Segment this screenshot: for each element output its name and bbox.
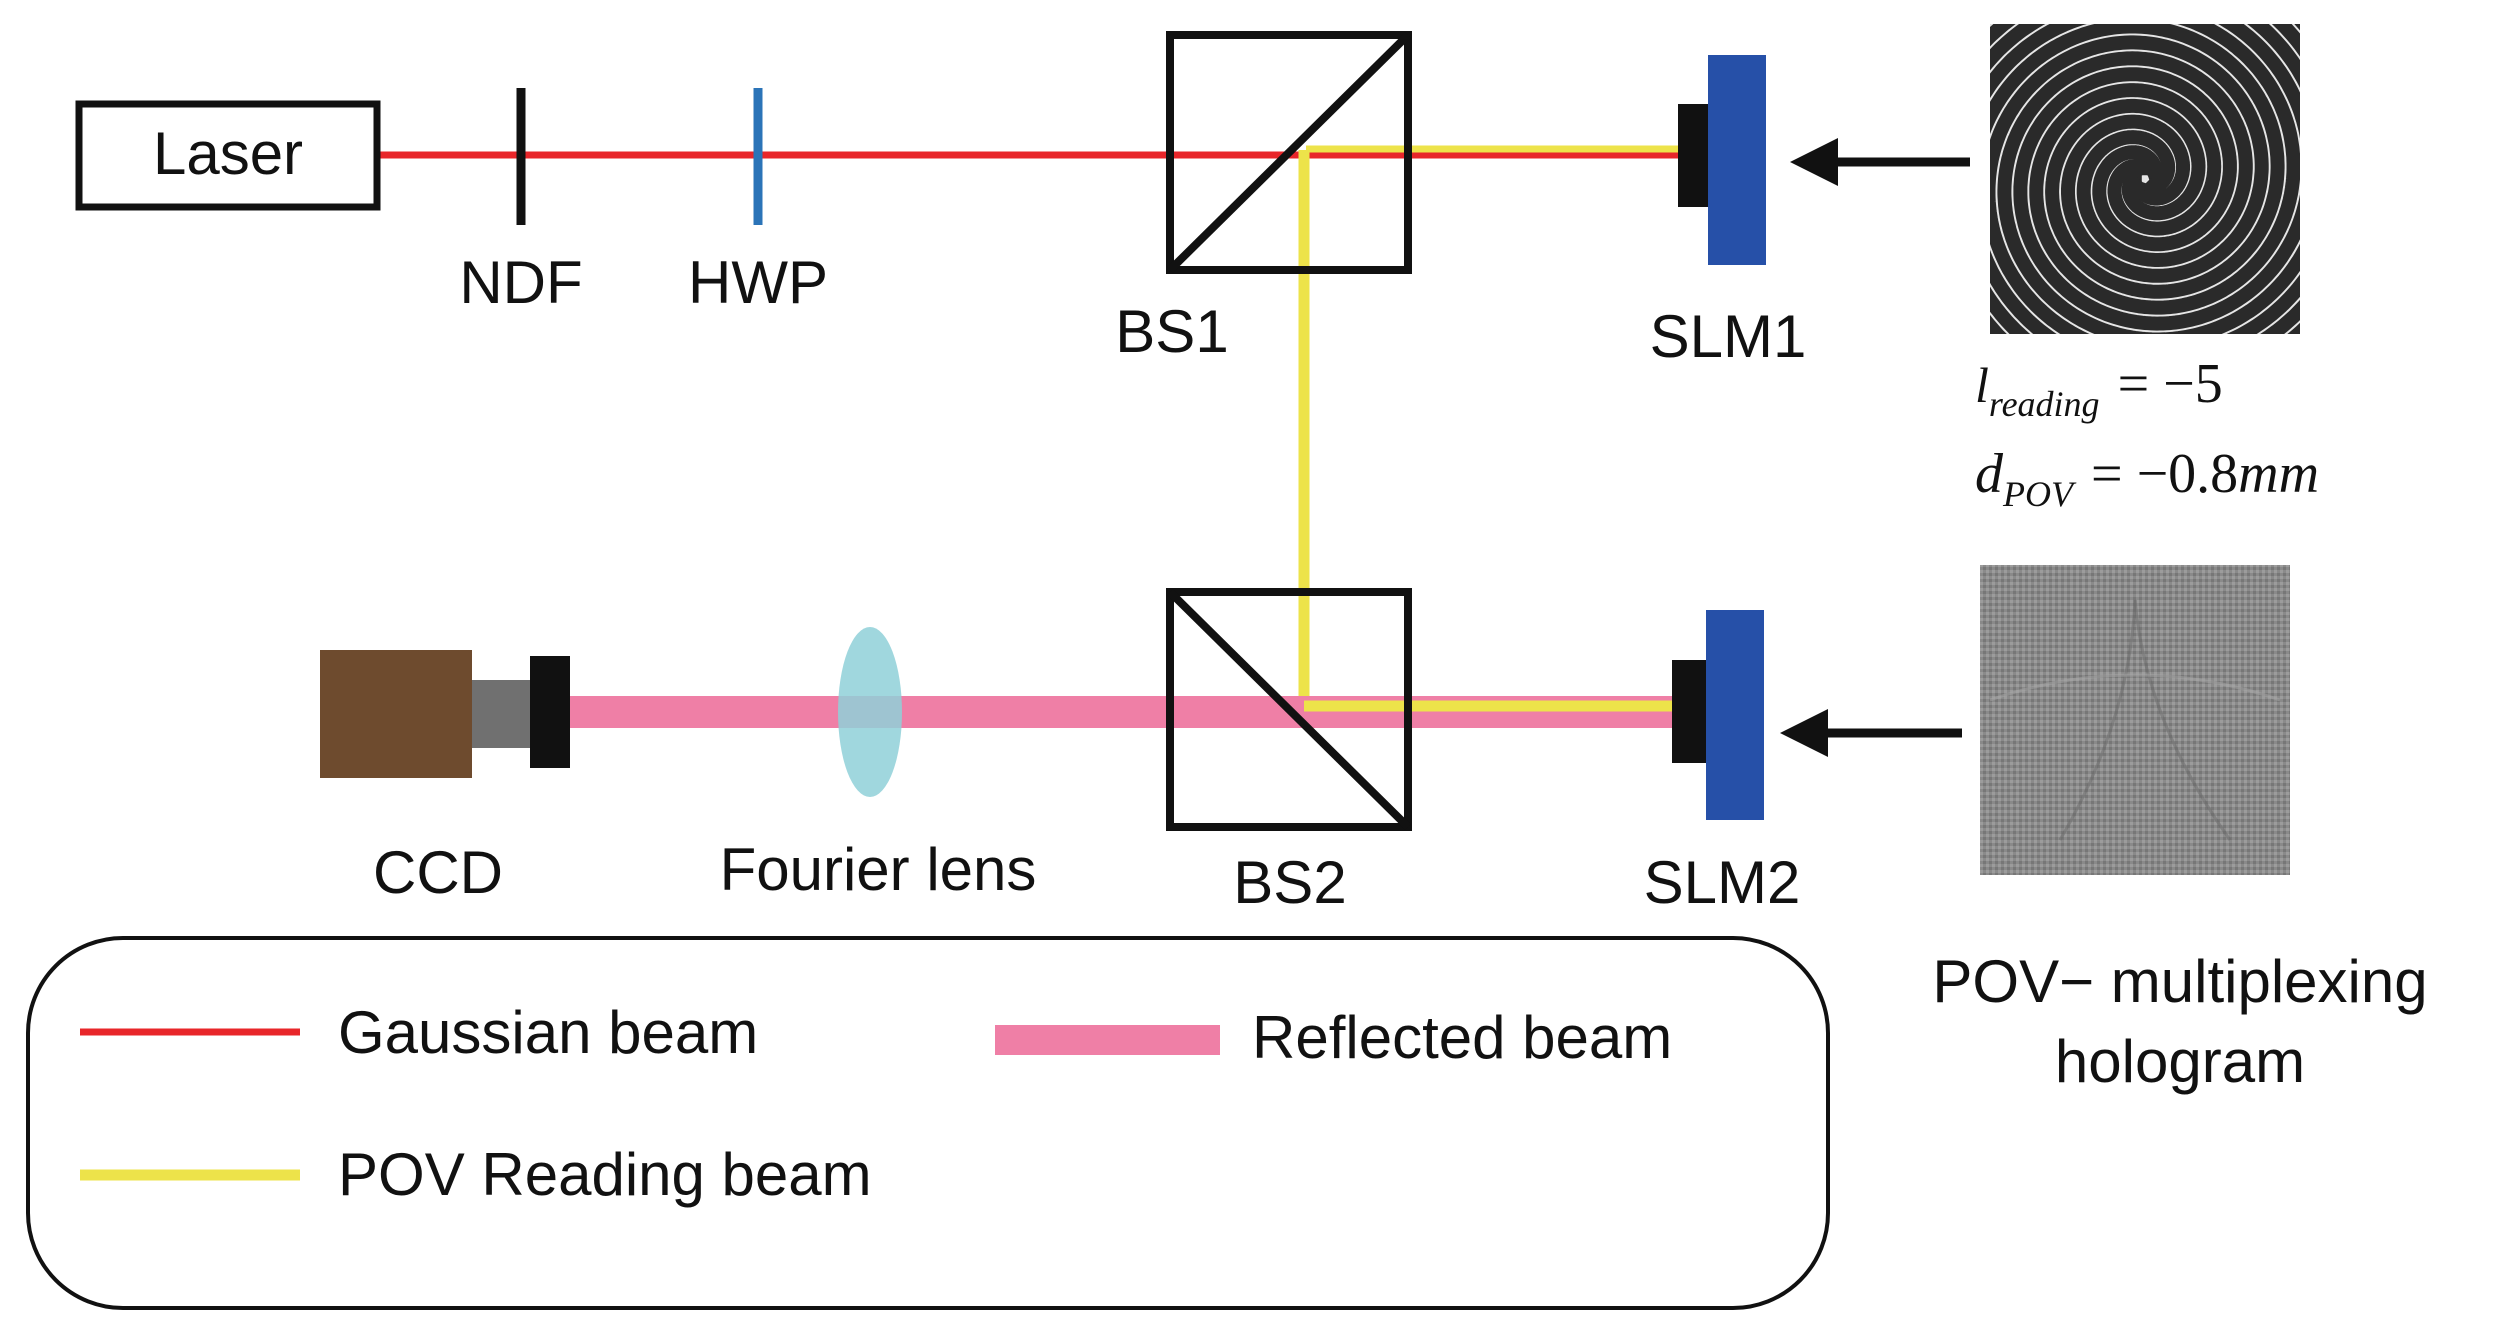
ndf-label: NDF bbox=[459, 249, 582, 316]
hologram-caption-line2: hologram bbox=[2055, 1028, 2305, 1095]
l-reading-equation: lreading = −5 bbox=[1975, 353, 2223, 424]
ccd-neck bbox=[472, 680, 530, 748]
d-pov-equation: dPOV = −0.8mm bbox=[1975, 443, 2319, 514]
legend-pov-reading-label: POV Reading beam bbox=[338, 1141, 872, 1208]
laser-label: Laser bbox=[153, 120, 303, 187]
beam-splitter-1 bbox=[1166, 31, 1412, 274]
legend-gaussian-label: Gaussian beam bbox=[338, 999, 758, 1066]
pov-multiplexing-hologram bbox=[1980, 565, 2290, 875]
ccd-front bbox=[530, 656, 570, 768]
slm1-mount bbox=[1678, 104, 1708, 207]
slm2-panel bbox=[1706, 610, 1764, 820]
spiral-arm bbox=[1990, 24, 2300, 334]
laser-box bbox=[75, 100, 381, 211]
slm2-label: SLM2 bbox=[1644, 849, 1801, 916]
spiral-arm bbox=[1990, 24, 2300, 334]
arrow-hologram1-to-slm1 bbox=[1790, 138, 1970, 186]
slm2-mount bbox=[1672, 660, 1706, 763]
slm1-panel bbox=[1708, 55, 1766, 265]
bs2-label: BS2 bbox=[1233, 849, 1346, 916]
fourier-lens bbox=[838, 627, 902, 797]
ccd-body bbox=[320, 650, 472, 778]
d-value: = −0.8 bbox=[2091, 443, 2238, 505]
spiral-phase-hologram bbox=[1990, 24, 2300, 334]
legend-reflected-label: Reflected beam bbox=[1252, 1004, 1672, 1071]
beam-splitter-2 bbox=[1166, 588, 1412, 831]
arrow-hologram2-to-slm2 bbox=[1780, 709, 1962, 757]
slm1-label: SLM1 bbox=[1650, 303, 1807, 370]
l-symbol: l bbox=[1975, 357, 1989, 413]
bs1-label: BS1 bbox=[1115, 298, 1228, 365]
d-symbol: d bbox=[1975, 443, 2004, 505]
ccd-label: CCD bbox=[373, 839, 503, 906]
d-unit: mm bbox=[2238, 443, 2319, 505]
spiral-arm bbox=[1990, 24, 2300, 334]
legend-box bbox=[26, 936, 1830, 1310]
l-subscript: reading bbox=[1989, 384, 2100, 424]
l-value: = −5 bbox=[2118, 353, 2223, 415]
hwp-label: HWP bbox=[688, 249, 828, 316]
spiral-arm bbox=[1990, 24, 2300, 334]
spiral-arm bbox=[1990, 24, 2300, 334]
hologram-caption-line1: POV− multiplexing bbox=[1932, 948, 2427, 1015]
fourier-lens-label: Fourier lens bbox=[720, 836, 1037, 903]
d-subscript: POV bbox=[2002, 474, 2077, 514]
